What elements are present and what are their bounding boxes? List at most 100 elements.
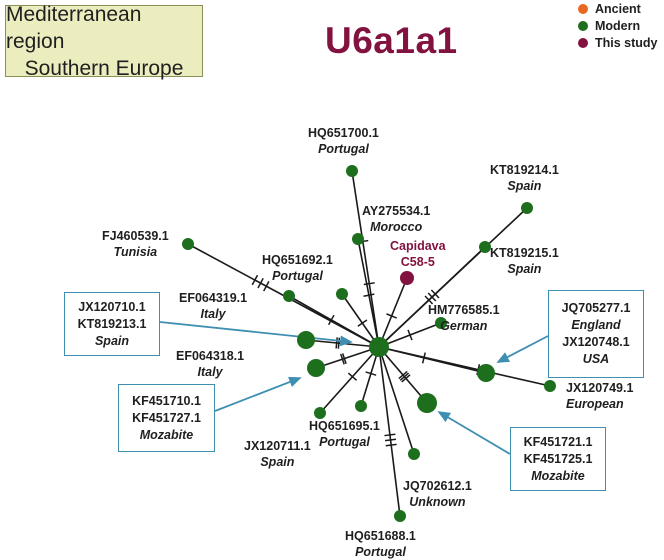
node-hq651692-icon bbox=[336, 288, 348, 300]
mutation-tick bbox=[398, 370, 408, 380]
node-location: Spain bbox=[260, 455, 295, 469]
mutation-tick bbox=[424, 295, 434, 305]
node-location: Morocco bbox=[370, 220, 423, 234]
central-node-icon bbox=[369, 337, 389, 357]
legend-label: This study bbox=[595, 35, 658, 50]
node-label-kt819214: KT819214.1 Spain bbox=[490, 162, 559, 194]
node-accession: Capidava bbox=[390, 239, 446, 253]
mutation-tick bbox=[337, 337, 341, 349]
node-hq651695-icon bbox=[355, 400, 367, 412]
region-box: Mediterranean region Southern Europe bbox=[5, 3, 203, 80]
node-accession: HQ651700.1 bbox=[308, 126, 379, 140]
node-label-hm776585: HM776585.1 German bbox=[428, 302, 500, 334]
network-nodes bbox=[182, 165, 556, 522]
edge-node-hq651700 bbox=[351, 170, 380, 348]
node-ef064319-icon bbox=[283, 290, 295, 302]
node-hq651700-icon bbox=[346, 165, 358, 177]
legend-item-ancient: Ancient bbox=[578, 0, 658, 17]
node-label-capidava: Capidava C58-5 bbox=[390, 238, 446, 270]
node-location: Portugal bbox=[355, 545, 406, 559]
mutation-tick bbox=[363, 282, 375, 286]
mutation-tick bbox=[427, 292, 437, 302]
node-label-jq702612: JQ702612.1 Unknown bbox=[403, 478, 472, 510]
node-label-hq651692: HQ651692.1 Portugal bbox=[262, 252, 333, 284]
node-location: Spain bbox=[507, 262, 542, 276]
arrow-spain bbox=[159, 321, 353, 347]
mutation-tick bbox=[341, 353, 347, 365]
node-sample: C58-5 bbox=[400, 255, 435, 269]
mutation-tick bbox=[257, 277, 264, 289]
node-location: Spain bbox=[507, 179, 542, 193]
mutation-tick bbox=[347, 372, 358, 381]
node-kt819215-icon bbox=[479, 241, 491, 253]
node-label-jx120749: JX120749.1 European bbox=[566, 380, 633, 412]
node-ef064318-icon bbox=[307, 359, 325, 377]
callout-box-spain: JX120710.1 KT819213.1 Spain bbox=[64, 292, 160, 356]
region-line-1: Mediterranean region bbox=[6, 2, 142, 53]
mutation-tick bbox=[327, 314, 335, 326]
mutation-tick bbox=[384, 433, 396, 437]
modern-dot-icon bbox=[578, 20, 588, 31]
mutation-tick bbox=[357, 319, 368, 327]
node-location: Italy bbox=[197, 365, 223, 379]
callout-box-mozabite-1: KF451710.1 KF451727.1 Mozabite bbox=[118, 384, 215, 452]
node-accession: HQ651692.1 bbox=[262, 253, 333, 267]
mutation-tick bbox=[399, 372, 410, 381]
node-label-ef064319: EF064319.1 Italy bbox=[179, 290, 247, 322]
node-label-hq651700: HQ651700.1 Portugal bbox=[308, 125, 379, 157]
callout-location: Mozabite bbox=[139, 427, 194, 442]
legend-label: Modern bbox=[595, 18, 641, 33]
edge-node-ef064318 bbox=[315, 346, 380, 369]
node-accession: EF064319.1 bbox=[179, 291, 248, 305]
edge-node-hq651695 bbox=[360, 346, 380, 407]
mutation-tick bbox=[385, 443, 397, 447]
arrow-england-usa bbox=[496, 335, 549, 363]
node-accession: AY275534.1 bbox=[362, 204, 431, 218]
node-spain-group-icon bbox=[297, 331, 315, 349]
mutation-tick bbox=[340, 353, 345, 365]
node-location: German bbox=[440, 319, 488, 333]
node-accession: HQ651695.1 bbox=[309, 419, 380, 433]
node-label-jx120711: JX120711.1 Spain bbox=[244, 438, 311, 470]
node-label-hq651695: HQ651695.1 Portugal bbox=[309, 418, 380, 450]
node-mozabite-2-icon bbox=[417, 393, 437, 413]
node-location: Portugal bbox=[318, 142, 369, 156]
callout-location: Mozabite bbox=[531, 468, 585, 483]
node-kt819214-icon bbox=[521, 202, 533, 214]
legend-item-modern: Modern bbox=[578, 17, 658, 34]
mutation-tick bbox=[363, 293, 375, 297]
edge-node-jx120749 bbox=[378, 346, 551, 387]
callout-arrows bbox=[159, 321, 549, 455]
callout-accession: JQ705277.1 bbox=[561, 301, 631, 315]
node-location: Portugal bbox=[272, 269, 323, 283]
callout-accession: JX120748.1 bbox=[562, 335, 630, 349]
callout-location: England bbox=[571, 318, 621, 332]
callout-accession: KF451710.1 bbox=[132, 393, 201, 408]
node-accession: JX120711.1 bbox=[244, 439, 311, 453]
node-accession: FJ460539.1 bbox=[102, 229, 169, 243]
node-label-ay275534: AY275534.1 Morocco bbox=[362, 203, 430, 235]
node-fj460539-icon bbox=[182, 238, 194, 250]
node-capidava-icon bbox=[400, 271, 414, 285]
edge-node-jx120711 bbox=[319, 346, 380, 414]
node-hq651688-icon bbox=[394, 510, 406, 522]
node-location: Unknown bbox=[409, 495, 466, 509]
arrow-mozabite-1 bbox=[214, 376, 302, 412]
callout-box-england-usa: JQ705277.1 England JX120748.1 USA bbox=[548, 290, 644, 378]
node-accession: KT819214.1 bbox=[490, 163, 559, 177]
node-jx120711-icon bbox=[314, 407, 326, 419]
node-accession: JQ702612.1 bbox=[403, 479, 472, 493]
legend-label: Ancient bbox=[595, 1, 641, 16]
node-england-usa-icon bbox=[477, 364, 495, 382]
edge-node-ef064319 bbox=[288, 295, 380, 348]
node-accession: HQ651688.1 bbox=[345, 529, 416, 543]
node-accession: HM776585.1 bbox=[428, 303, 500, 317]
edge-node-jq702612 bbox=[378, 346, 415, 455]
mutation-tick bbox=[401, 374, 411, 383]
callout-accession: JX120710.1 bbox=[78, 299, 146, 314]
node-label-ef064318: EF064318.1 Italy bbox=[176, 348, 244, 380]
this-study-dot-icon bbox=[578, 37, 588, 48]
edge-node-capidava bbox=[378, 277, 408, 348]
node-accession: EF064318.1 bbox=[176, 349, 245, 363]
